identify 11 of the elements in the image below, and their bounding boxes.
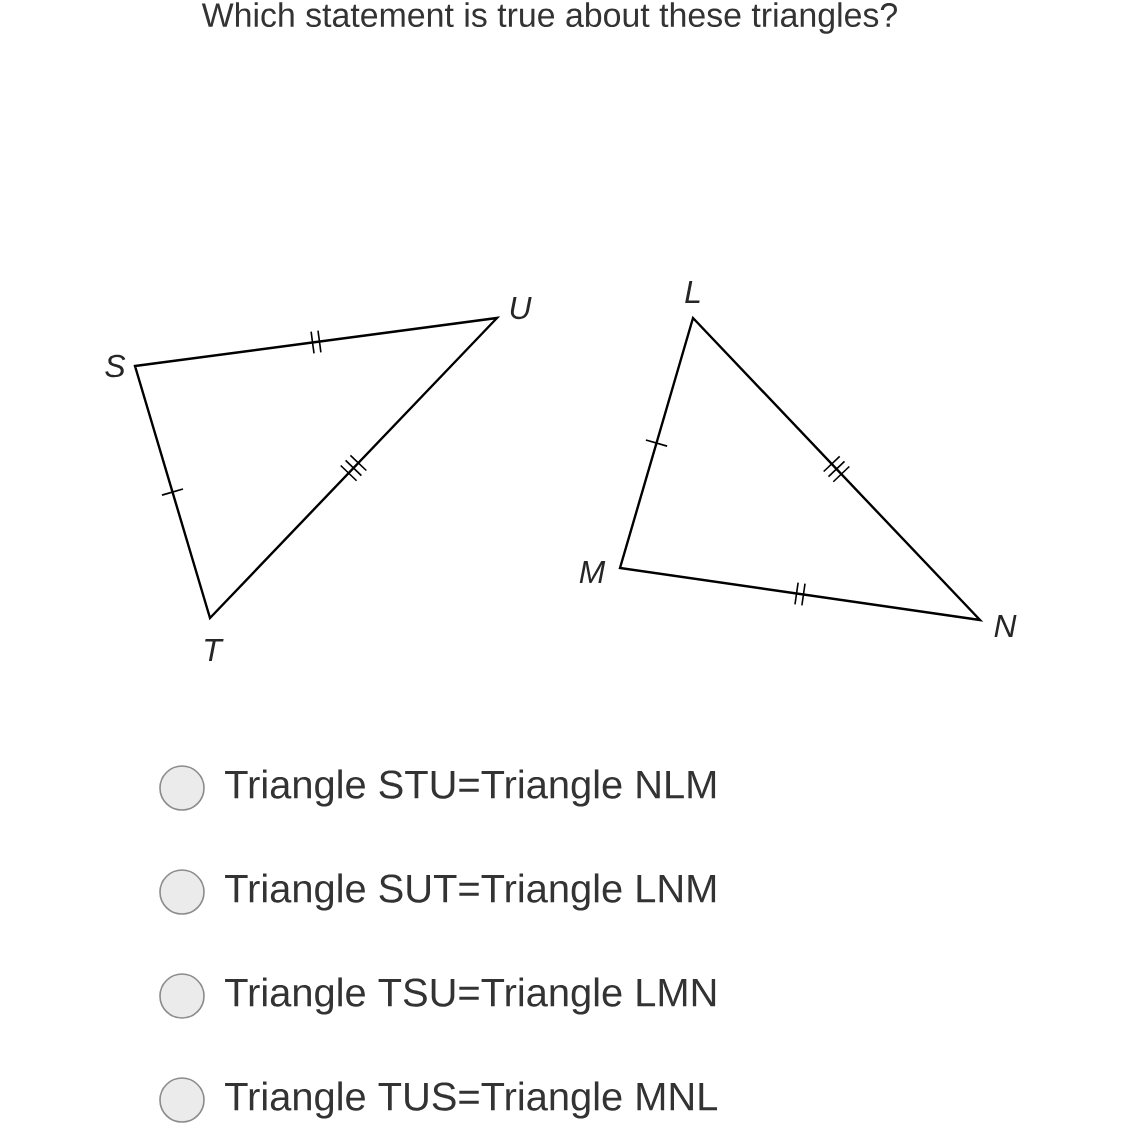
question-text: Which statement is true about these triangles? [201, 2, 897, 34]
option-text: Triangle STU=Triangle NLM [225, 769, 716, 807]
vertex-label: M [579, 561, 606, 583]
vertex-label: T [205, 639, 224, 661]
option-text: Triangle TSU=Triangle LMN [225, 977, 716, 1015]
vertex-label: U [510, 296, 532, 320]
option-text: Triangle TUS=Triangle MNL [225, 1081, 718, 1119]
option-text: Triangle SUT=Triangle LNM [225, 873, 716, 911]
vertex-label: N [994, 615, 1017, 637]
vertex-label: S [105, 354, 126, 378]
vertex-label: L [685, 281, 700, 303]
